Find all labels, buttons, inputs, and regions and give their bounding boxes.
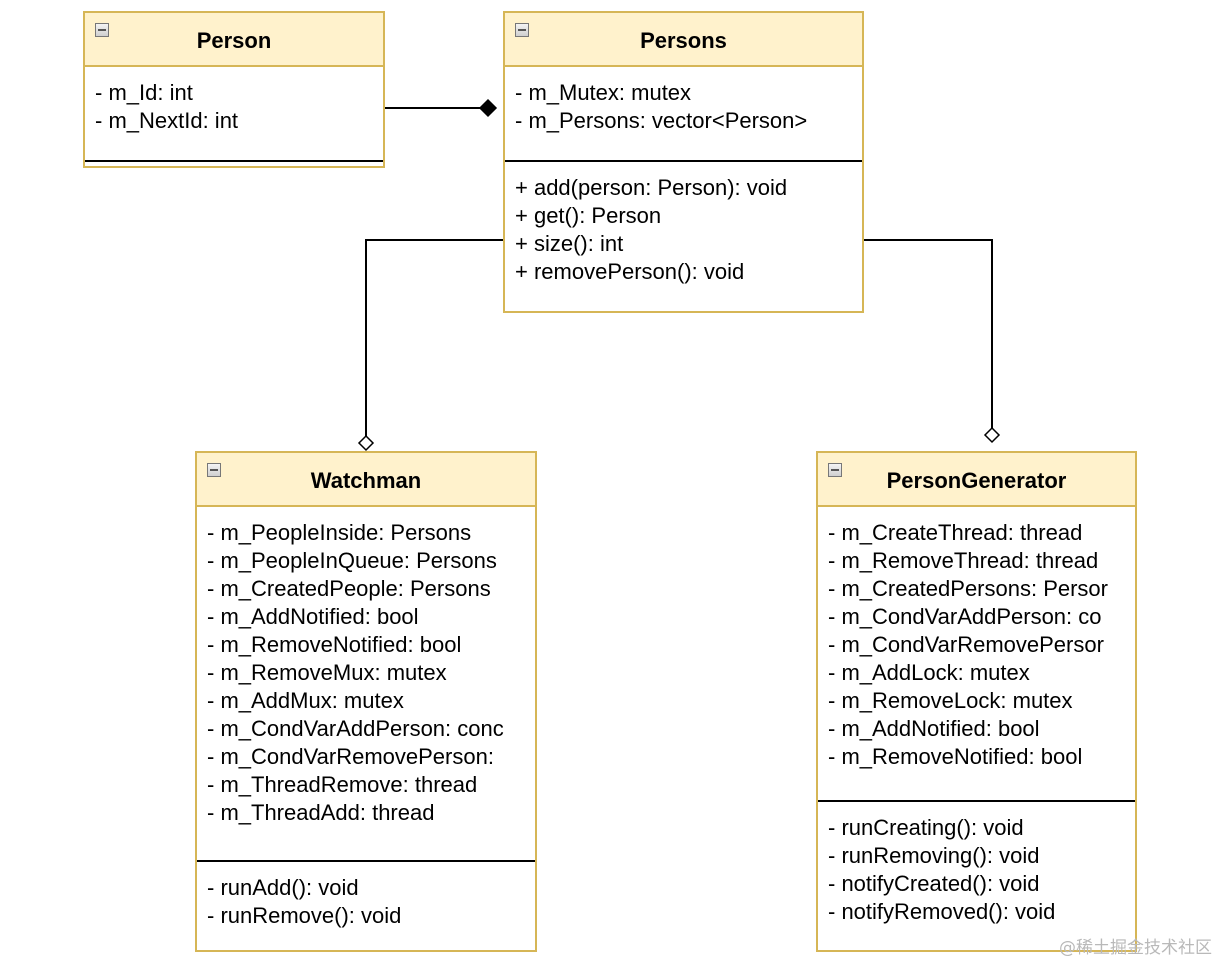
section-divider: [505, 160, 862, 162]
attribute-line: - m_Persons: vector<Person>: [515, 108, 808, 133]
class-person-generator-attributes: - m_CreateThread: thread - m_RemoveThrea…: [818, 507, 1135, 800]
attribute-line: - m_AddMux: mutex: [207, 688, 404, 713]
attribute-line: - m_AddNotified: bool: [207, 604, 419, 629]
class-persons[interactable]: Persons - m_Mutex: mutex - m_Persons: ve…: [503, 11, 864, 313]
attribute-line: - m_CondVarAddPerson: co: [828, 604, 1102, 629]
class-watchman-attributes: - m_PeopleInside: Persons - m_PeopleInQu…: [197, 507, 535, 860]
aggregation-line-watchman: [365, 239, 504, 436]
class-person-generator[interactable]: PersonGenerator - m_CreateThread: thread…: [816, 451, 1137, 952]
attribute-line: - m_AddLock: mutex: [828, 660, 1030, 685]
composition-diamond: [478, 98, 498, 118]
class-person-generator-name: PersonGenerator: [886, 468, 1067, 493]
collapse-icon[interactable]: [95, 23, 109, 37]
class-person-attributes: - m_Id: int - m_NextId: int: [85, 67, 383, 160]
watermark: @稀土掘金技术社区: [1059, 938, 1212, 958]
class-watchman-header: Watchman: [197, 453, 535, 507]
attribute-line: - m_PeopleInQueue: Persons: [207, 548, 497, 573]
class-person-generator-header: PersonGenerator: [818, 453, 1135, 507]
collapse-icon[interactable]: [515, 23, 529, 37]
class-watchman[interactable]: Watchman - m_PeopleInside: Persons - m_P…: [195, 451, 537, 952]
attribute-line: - m_NextId: int: [95, 108, 239, 133]
method-line: - runAdd(): void: [207, 875, 359, 900]
section-divider: [818, 800, 1135, 802]
aggregation-diamond-watchman: [357, 434, 375, 452]
attribute-line: - m_ThreadAdd: thread: [207, 800, 435, 825]
attribute-line: - m_PeopleInside: Persons: [207, 520, 472, 545]
method-line: - runRemove(): void: [207, 903, 402, 928]
attribute-line: - m_RemoveLock: mutex: [828, 688, 1073, 713]
collapse-icon[interactable]: [207, 463, 221, 477]
attribute-line: - m_CondVarAddPerson: conc: [207, 716, 504, 741]
class-watchman-name: Watchman: [310, 468, 422, 493]
class-watchman-methods: - runAdd(): void - runRemove(): void: [197, 862, 535, 950]
class-person-header: Person: [85, 13, 383, 67]
method-line: + removePerson(): void: [515, 259, 745, 284]
attribute-line: - m_CondVarRemovePersor: [828, 632, 1104, 657]
attribute-line: - m_CondVarRemovePerson:: [207, 744, 494, 769]
attribute-line: - m_CreatedPersons: Persor: [828, 576, 1108, 601]
attribute-line: - m_AddNotified: bool: [828, 716, 1040, 741]
class-persons-attributes: - m_Mutex: mutex - m_Persons: vector<Per…: [505, 67, 862, 160]
method-line: - notifyCreated(): void: [828, 871, 1040, 896]
section-divider: [197, 860, 535, 862]
attribute-line: - m_Mutex: mutex: [515, 80, 692, 105]
class-persons-header: Persons: [505, 13, 862, 67]
class-persons-methods: + add(person: Person): void + get(): Per…: [505, 162, 862, 311]
method-line: + add(person: Person): void: [515, 175, 788, 200]
method-line: - runCreating(): void: [828, 815, 1024, 840]
class-persons-name: Persons: [640, 28, 727, 53]
attribute-line: - m_RemoveNotified: bool: [828, 744, 1083, 769]
attribute-line: - m_RemoveNotified: bool: [207, 632, 462, 657]
attribute-line: - m_CreatedPeople: Persons: [207, 576, 491, 601]
aggregation-line-generator: [863, 239, 993, 428]
method-line: + size(): int: [515, 231, 624, 256]
collapse-icon[interactable]: [828, 463, 842, 477]
class-person-name: Person: [196, 28, 272, 53]
attribute-line: - m_Id: int: [95, 80, 193, 105]
method-line: - runRemoving(): void: [828, 843, 1040, 868]
attribute-line: - m_ThreadRemove: thread: [207, 772, 478, 797]
method-line: - notifyRemoved(): void: [828, 899, 1056, 924]
attribute-line: - m_RemoveMux: mutex: [207, 660, 447, 685]
class-person[interactable]: Person - m_Id: int - m_NextId: int: [83, 11, 385, 168]
attribute-line: - m_CreateThread: thread: [828, 520, 1083, 545]
aggregation-diamond-generator: [983, 426, 1001, 444]
method-line: + get(): Person: [515, 203, 662, 228]
attribute-line: - m_RemoveThread: thread: [828, 548, 1099, 573]
section-divider: [85, 160, 383, 162]
class-person-generator-methods: - runCreating(): void - runRemoving(): v…: [818, 802, 1135, 950]
